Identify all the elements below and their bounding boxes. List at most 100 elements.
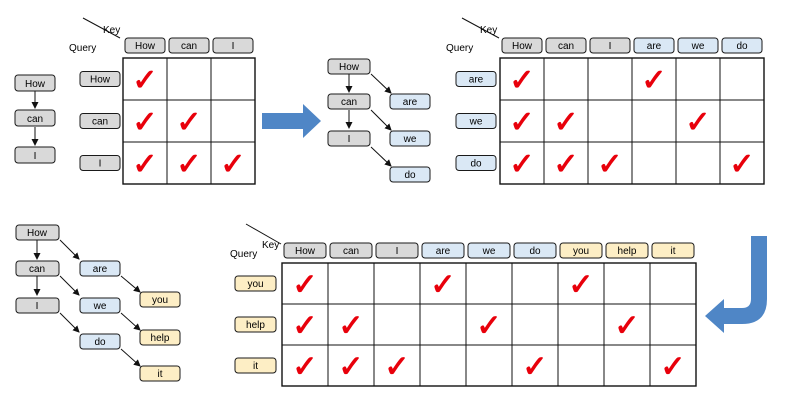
tree-edge [370, 73, 392, 94]
check-mark: ✓ [176, 106, 201, 139]
check-mark: ✓ [509, 148, 534, 181]
check-mark: ✓ [660, 351, 685, 384]
key-token: do [736, 41, 748, 52]
mask-grid [499, 57, 765, 185]
key-header-cell: can [168, 37, 210, 54]
query-label: Query [446, 43, 473, 54]
flow-arrow-right [262, 104, 321, 138]
token-you: you [139, 291, 181, 308]
flow-arrow-down-left [705, 236, 767, 333]
svg-text:can: can [29, 264, 45, 275]
mask-grid [122, 57, 256, 185]
check-mark: ✓ [132, 148, 157, 181]
corner-diagonal [82, 17, 121, 39]
corner-diagonal [245, 223, 282, 245]
query-row-cell: it [234, 357, 277, 374]
check-mark: ✓ [176, 148, 201, 181]
svg-text:we: we [93, 301, 107, 312]
key-header-cell: I [212, 37, 254, 54]
svg-text:do: do [404, 170, 416, 181]
svg-text:we: we [403, 134, 417, 145]
key-token: How [512, 41, 533, 52]
mask-checks: ✓✓✓✓✓✓✓✓✓✓✓✓ [292, 269, 685, 384]
check-mark: ✓ [729, 148, 754, 181]
key-label: Key [103, 25, 120, 36]
query-row-cell: I [79, 155, 121, 171]
query-token: you [247, 279, 263, 290]
key-header-cell: do [513, 242, 557, 259]
query-token: are [469, 75, 484, 86]
tree-edge [120, 275, 141, 293]
query-row-cell: we [455, 113, 497, 129]
check-mark: ✓ [476, 310, 501, 343]
query-row-cell: you [234, 275, 277, 292]
key-header-cell: How [283, 242, 327, 259]
check-mark: ✓ [597, 148, 622, 181]
query-token: can [92, 117, 108, 128]
tree-edge [120, 312, 141, 331]
token-help: help [139, 329, 181, 346]
check-mark: ✓ [292, 310, 317, 343]
tree-edge [59, 312, 80, 333]
query-row-cell: can [79, 113, 121, 129]
tree-edge [59, 239, 80, 260]
tree-panel-2: How can I are we do [327, 58, 431, 183]
corner-diagonal [461, 17, 500, 39]
check-mark: ✓ [522, 351, 547, 384]
key-header-cell: can [329, 242, 373, 259]
key-token: it [671, 246, 676, 257]
check-mark: ✓ [384, 351, 409, 384]
key-header-cell: I [589, 37, 631, 54]
tree-edge [370, 146, 392, 167]
token-we: we [389, 130, 431, 147]
key-token: How [135, 41, 156, 52]
tree-panel-1: How can I [14, 74, 56, 164]
query-label: Query [230, 249, 257, 260]
check-mark: ✓ [338, 310, 363, 343]
key-token: we [691, 41, 705, 52]
check-mark: ✓ [338, 351, 363, 384]
svg-text:How: How [27, 228, 48, 239]
key-token: are [436, 246, 451, 257]
key-token: I [232, 41, 235, 52]
token-how: How [14, 74, 56, 92]
token-can: can [15, 260, 60, 277]
check-mark: ✓ [292, 351, 317, 384]
key-header-cell: I [375, 242, 419, 259]
key-token: can [558, 41, 574, 52]
query-row-cell: do [455, 155, 497, 171]
query-row-cell: How [79, 71, 121, 87]
key-header-cell: are [421, 242, 465, 259]
query-token: do [470, 159, 482, 170]
key-token: I [609, 41, 612, 52]
check-mark: ✓ [553, 106, 578, 139]
key-token: can [181, 41, 197, 52]
key-header-cell: are [633, 37, 675, 54]
key-header-cell: do [721, 37, 763, 54]
key-token: are [647, 41, 662, 52]
token-are: are [389, 93, 431, 110]
key-header-cell: How [124, 37, 166, 54]
grid-border [281, 262, 697, 387]
key-header-cell: we [677, 37, 719, 54]
token-how: How [15, 224, 60, 241]
key-token: How [295, 246, 316, 257]
query-token: How [90, 75, 111, 86]
tree-edge [370, 109, 392, 131]
query-row-cell: are [455, 71, 497, 87]
query-column: you help it [234, 275, 277, 374]
mask-checks: ✓✓✓✓✓✓✓✓✓ [509, 64, 754, 181]
query-token: help [246, 320, 265, 331]
svg-text:are: are [93, 264, 108, 275]
key-label: Key [262, 240, 279, 251]
svg-text:How: How [25, 79, 46, 90]
token-i: I [15, 297, 60, 314]
query-token: we [469, 117, 483, 128]
token-we: we [79, 297, 121, 314]
